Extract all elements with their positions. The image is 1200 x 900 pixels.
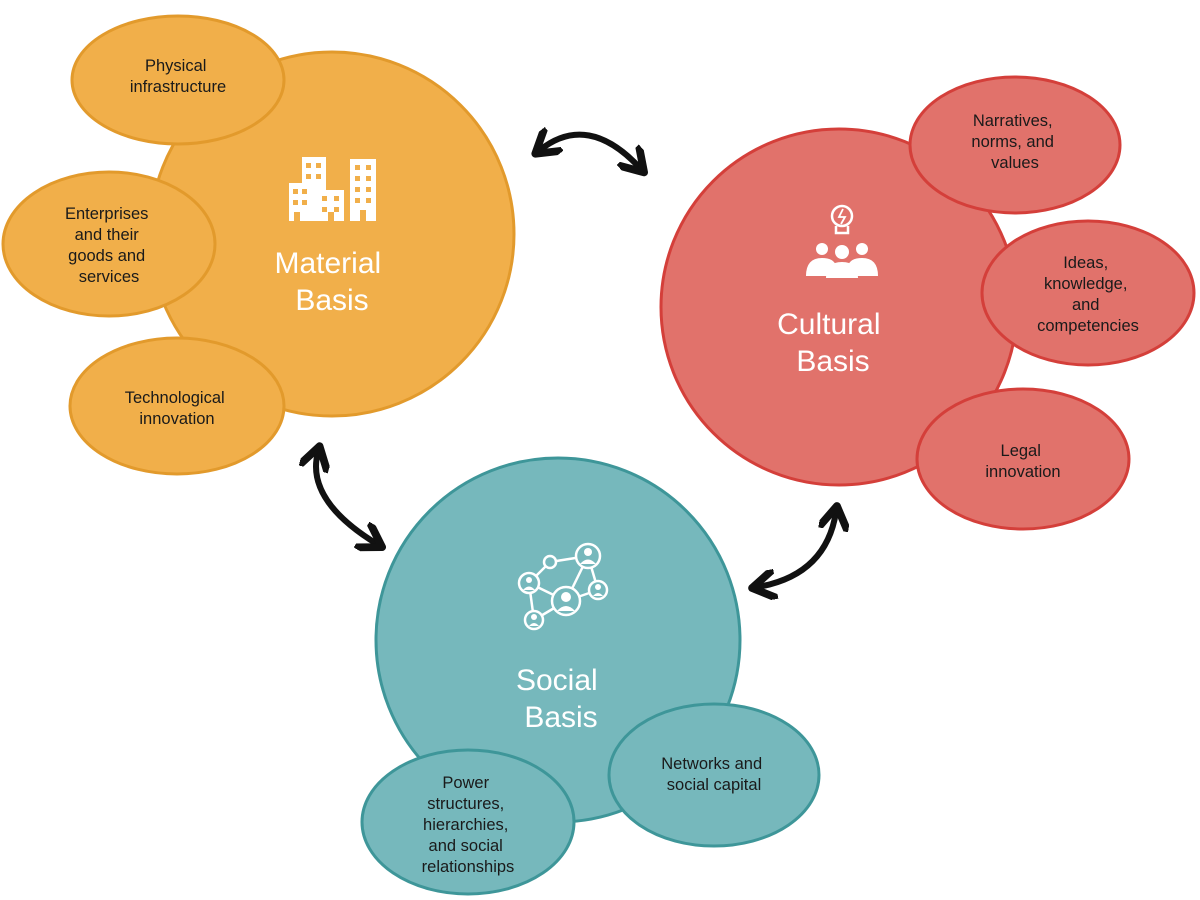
ideas-bubble xyxy=(980,219,1196,367)
material-basis-group: Physical infrastructure Enterprises and … xyxy=(1,14,516,476)
social-basis-title: Social Basis xyxy=(516,664,606,734)
technological-innovation-bubble xyxy=(68,336,286,476)
narratives-label: Narratives, norms, and values xyxy=(971,112,1058,172)
power-structures-bubble xyxy=(360,748,576,896)
buildings-icon xyxy=(289,157,376,221)
physical-infrastructure-bubble xyxy=(70,14,286,146)
cultural-basis-title: Cultural Basis xyxy=(777,308,889,378)
social-basis-group: Power structures, hierarchies, and socia… xyxy=(360,456,821,896)
enterprises-bubble xyxy=(1,170,217,318)
legal-innovation-bubble xyxy=(915,387,1131,531)
narratives-bubble xyxy=(908,75,1122,215)
network-icon xyxy=(517,542,609,631)
networks-label: Networks and social capital xyxy=(661,755,766,794)
physical-infrastructure-label: Physical infrastructure xyxy=(130,57,226,96)
ideas-label: Ideas, knowledge, and competencies xyxy=(1037,254,1139,335)
enterprises-label: Enterprises and their goods and services xyxy=(65,205,153,286)
people-lightbulb-icon xyxy=(806,204,878,278)
material-social-arrow xyxy=(316,452,377,544)
social-cultural-arrow xyxy=(758,512,836,587)
connector-arrows xyxy=(316,135,836,587)
technological-innovation-label: Technological innovation xyxy=(125,389,230,428)
material-cultural-arrow xyxy=(540,135,640,168)
networks-bubble xyxy=(607,702,821,848)
power-structures-label: Power structures, hierarchies, and socia… xyxy=(422,774,515,876)
material-basis-title: Material Basis xyxy=(274,247,389,317)
legal-innovation-label: Legal innovation xyxy=(985,442,1060,481)
cultural-basis-group: Narratives, norms, and values Ideas, kno… xyxy=(659,75,1196,531)
